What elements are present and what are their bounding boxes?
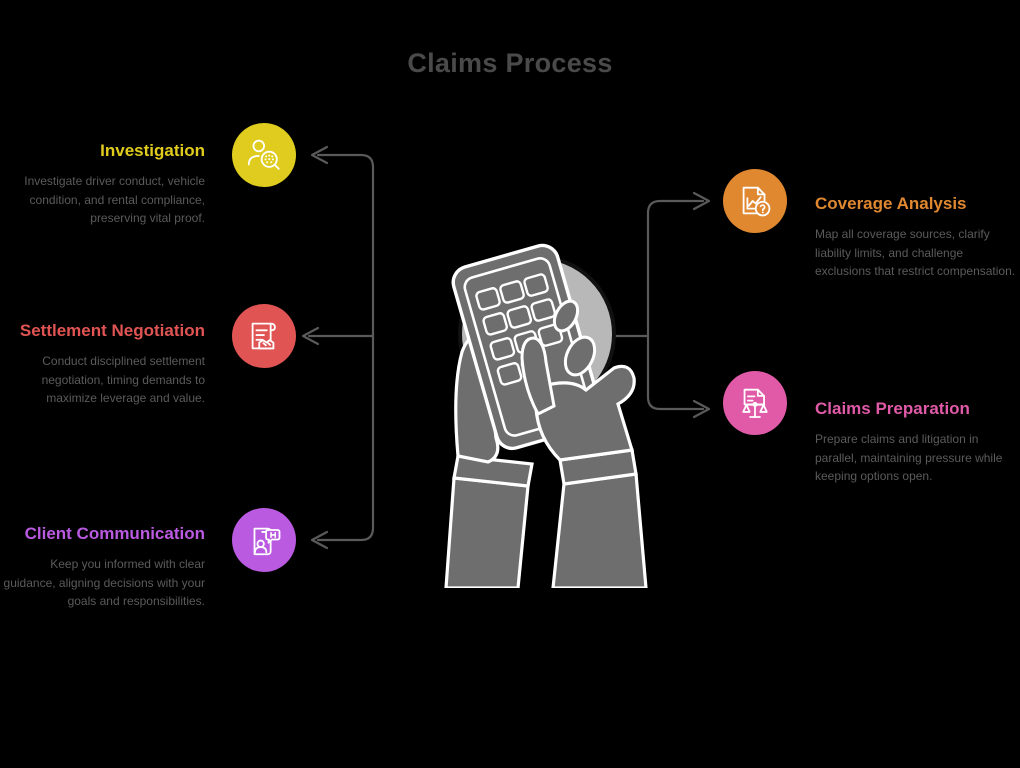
step-claims-preparation-heading: Claims Preparation <box>815 399 970 418</box>
step-icon-investigation[interactable] <box>232 123 296 187</box>
phone-chat-person-icon <box>253 527 281 556</box>
step-investigation-body: Investigate driver conduct, vehicle cond… <box>24 173 205 226</box>
step-client-communication-body: Keep you informed with clear guidance, a… <box>3 556 205 609</box>
document-scales-icon <box>742 388 768 418</box>
step-icon-coverage-analysis[interactable] <box>723 169 787 233</box>
step-investigation-text: Investigation Investigate driver conduct… <box>0 140 205 228</box>
document-handshake-icon <box>251 322 276 350</box>
step-icon-client-communication[interactable] <box>232 508 296 572</box>
hands-holding-calculator-illustration <box>418 238 668 590</box>
step-icon-settlement-negotiation[interactable] <box>232 304 296 368</box>
step-settlement-negotiation-body: Conduct disciplined settlement negotiati… <box>41 353 205 406</box>
person-magnifier-icon <box>247 139 280 170</box>
step-settlement-negotiation-text: Settlement Negotiation Conduct disciplin… <box>0 320 205 408</box>
document-chart-question-icon <box>742 186 771 217</box>
step-coverage-analysis-body: Map all coverage sources, clarify liabil… <box>815 226 1016 279</box>
step-coverage-analysis-heading: Coverage Analysis <box>815 194 967 213</box>
step-claims-preparation-body: Prepare claims and litigation in paralle… <box>815 431 1003 484</box>
step-icon-claims-preparation[interactable] <box>723 371 787 435</box>
step-coverage-analysis-text: Coverage Analysis Map all coverage sourc… <box>815 193 1020 281</box>
step-investigation-heading: Investigation <box>100 141 205 160</box>
step-client-communication-heading: Client Communication <box>24 524 205 543</box>
step-claims-preparation-text: Claims Preparation Prepare claims and li… <box>815 398 1020 486</box>
step-settlement-negotiation-heading: Settlement Negotiation <box>19 321 205 340</box>
step-client-communication-text: Client Communication Keep you informed w… <box>0 523 205 611</box>
page-title: Claims Process <box>407 48 613 78</box>
